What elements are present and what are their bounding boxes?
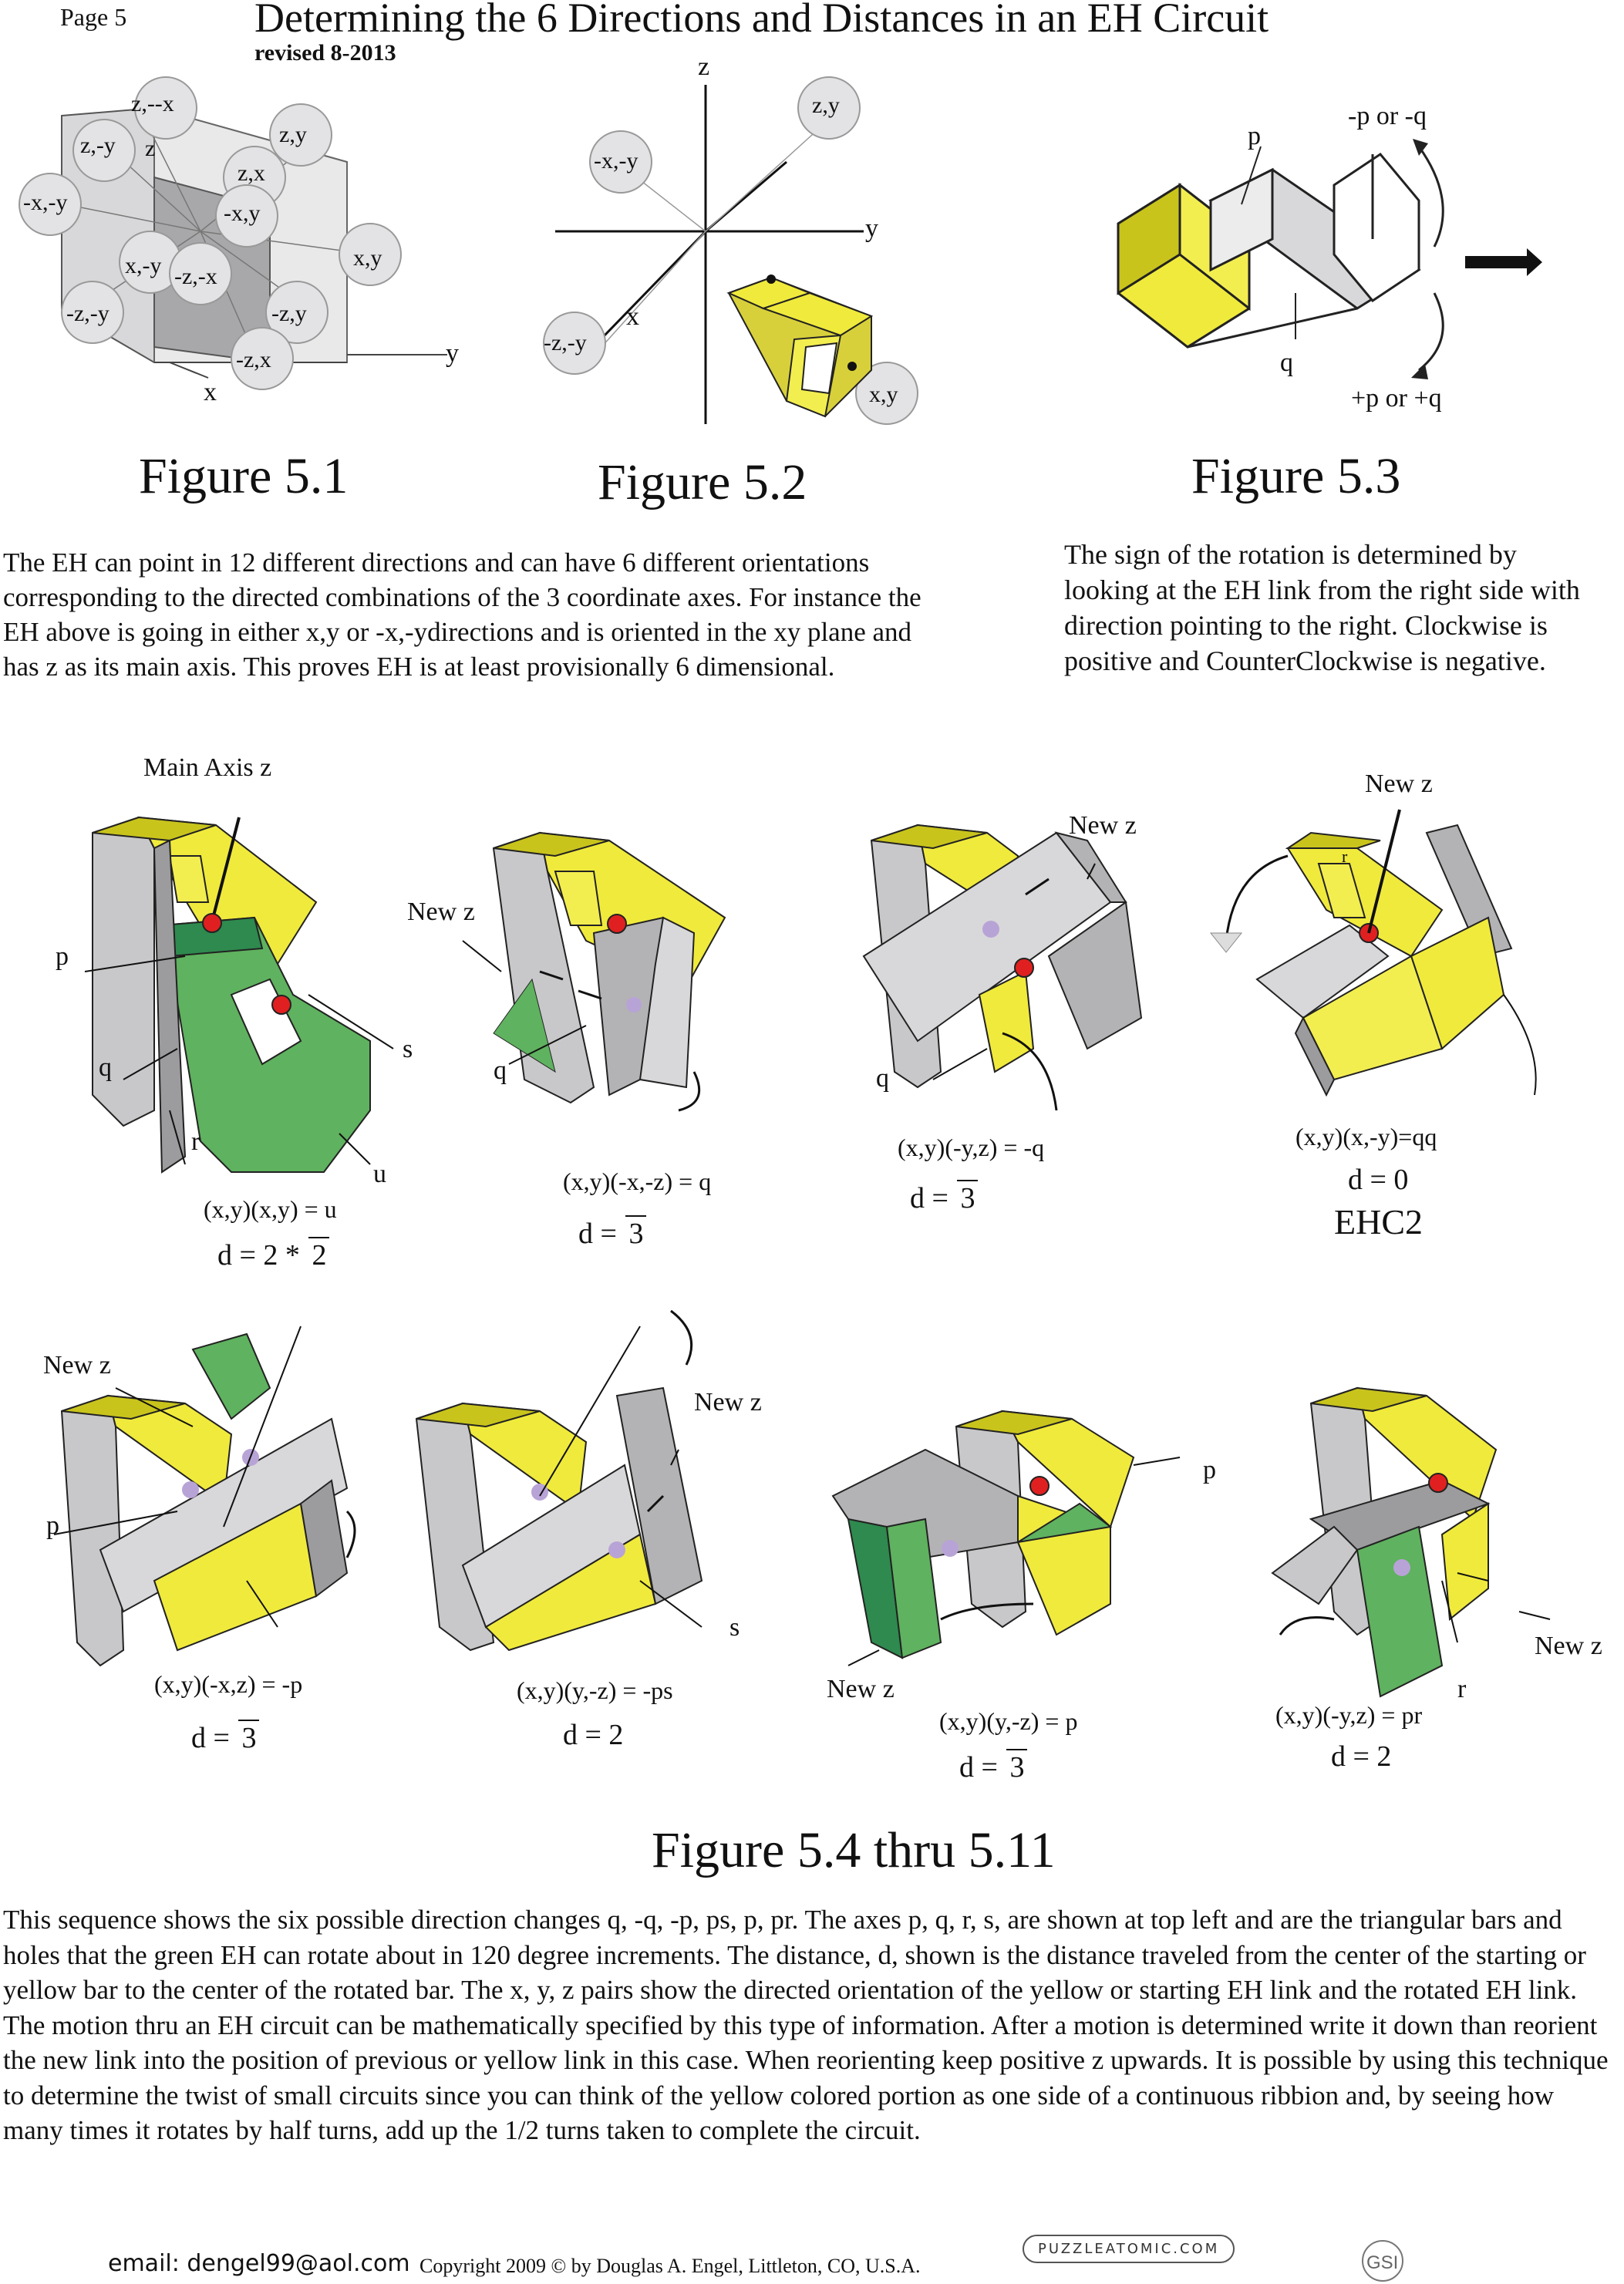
puzzleatomic-logo: PUZZLEATOMIC.COM [1023,2235,1235,2263]
fig51-label-negz-y: -z,y [271,301,307,327]
figure-5-6-drawing [864,817,1188,1141]
fig56-newz-label: New z [1069,811,1137,840]
fig54-p-label: p [56,942,69,972]
fig58-p-label: p [46,1511,59,1541]
fig51-label-negx-negy: -x,-y [23,190,67,216]
fig51-label-z: z [145,136,155,162]
fig56-distance: d = 3 [910,1180,978,1215]
fig53-label-p: p [1248,122,1261,151]
fig510-equation: (x,y)(y,-z) = p [939,1707,1077,1736]
page-number: Page 5 [60,3,126,32]
fig57-distance: d = 0 [1348,1163,1408,1197]
sequence-paragraph: This sequence shows the six possible dir… [3,1902,1619,2148]
fig54-main-axis-label: Main Axis z [143,753,271,783]
fig510-radicand: 3 [1006,1749,1027,1784]
fig54-s-label: s [403,1035,413,1064]
fig51-label-x-negy: x,-y [125,253,162,279]
figure-5-3-drawing [1095,116,1573,424]
fig59-equation: (x,y)(y,-z) = -ps [517,1676,673,1705]
fig57-ehc2-label: EHC2 [1334,1201,1423,1242]
fig511-newz-label: New z [1535,1632,1602,1661]
fig51-axis-x: x [204,378,217,407]
svg-text:GSI: GSI [1366,2252,1398,2273]
fig56-q-label: q [876,1064,889,1093]
fig53-label-q: q [1280,349,1293,378]
revised-date: revised 8-2013 [254,40,396,66]
fig58-distance: d = 3 [191,1720,259,1755]
fig51-label-negx-y: -x,y [224,200,261,227]
fig55-radicand: 3 [625,1215,646,1251]
figure-5-2-caption: Figure 5.2 [598,453,807,512]
fig55-newz-label: New z [407,898,475,927]
fig511-equation: (x,y)(-y,z) = pr [1275,1701,1422,1730]
fig52-label-negx-negy: -x,-y [594,148,638,174]
gsi-logo-icon: GSI [1356,2236,1410,2282]
figure-5-2-drawing [532,62,964,447]
figure-5-5-drawing [463,825,787,1180]
fig510-newz-label: New z [827,1675,895,1704]
fig51-label-negz-negy: -z,-y [66,301,110,327]
fig510-p-label: p [1203,1456,1216,1485]
fig511-r-label: r [1457,1675,1466,1704]
fig51-label-z-negy: z,-y [80,133,116,159]
figure-5-10-drawing [833,1411,1188,1666]
fig55-q-label: q [494,1056,507,1086]
fig59-newz-label: New z [694,1388,762,1417]
figure-5-1-caption: Figure 5.1 [139,447,348,506]
fig52-label-x-y: x,y [869,382,898,408]
fig59-s-label: s [729,1613,740,1642]
fig51-label-z-negx: z,--x [131,91,174,117]
fig511-distance: d = 2 [1331,1740,1391,1774]
footer-email[interactable]: email: dengel99@aol.com [108,2250,410,2277]
fig52-axis-x: x [626,302,639,332]
fig51-label-z-y: z,y [279,122,307,148]
figure-5-9-drawing [409,1311,779,1650]
fig54-u-label: u [373,1160,386,1189]
fig52-label-negz-negy: -z,-y [544,330,587,356]
fig59-distance: d = 2 [563,1718,623,1752]
fig57-equation: (x,y)(x,-y)=qq [1295,1123,1437,1151]
fig52-axis-y: y [865,214,878,244]
fig56-equation: (x,y)(-y,z) = -q [898,1134,1044,1162]
fig58-equation: (x,y)(-x,z) = -p [154,1670,302,1699]
fig53-label-neg-rotation: -p or -q [1348,102,1427,131]
figure-5-3-caption: Figure 5.3 [1191,447,1400,506]
page-title: Determining the 6 Directions and Distanc… [254,0,1269,42]
rotation-sign-paragraph: The sign of the rotation is determined b… [1064,537,1604,679]
fig54-radicand: 2 [308,1237,329,1272]
fig51-label-x-y: x,y [353,245,382,271]
fig56-radicand: 3 [957,1180,978,1215]
fig52-label-z-y: z,y [812,93,840,119]
fig55-equation: (x,y)(-x,-z) = q [563,1167,711,1196]
figure-5-4-drawing [77,802,432,1195]
fig54-q-label: q [99,1053,112,1083]
fig53-label-pos-rotation: +p or +q [1351,384,1442,413]
fig58-radicand: 3 [238,1720,259,1755]
footer-copyright: Copyright 2009 © by Douglas A. Engel, Li… [419,2255,921,2278]
fig57-r-label: r [1342,847,1347,867]
fig510-distance: d = 3 [959,1749,1027,1784]
fig57-newz-label: New z [1365,770,1433,799]
fig58-newz-label: New z [43,1351,111,1380]
fig54-equation: (x,y)(x,y) = u [204,1195,337,1224]
fig51-label-negz-negx: -z,-x [174,264,217,290]
fig51-axis-y: y [446,339,459,369]
fig55-distance: d = 3 [578,1215,646,1251]
figure-5-4-thru-5-11-caption: Figure 5.4 thru 5.11 [652,1821,1056,1880]
intro-paragraph: The EH can point in 12 different directi… [3,545,928,684]
fig52-axis-z: z [698,52,709,82]
fig51-label-negz-x: -z,x [236,347,271,373]
fig51-label-z-x: z,x [238,160,265,187]
fig54-distance: d = 2 * 2 [217,1237,329,1272]
fig54-r-label: r [191,1127,200,1157]
figure-5-7-drawing [1211,802,1581,1126]
